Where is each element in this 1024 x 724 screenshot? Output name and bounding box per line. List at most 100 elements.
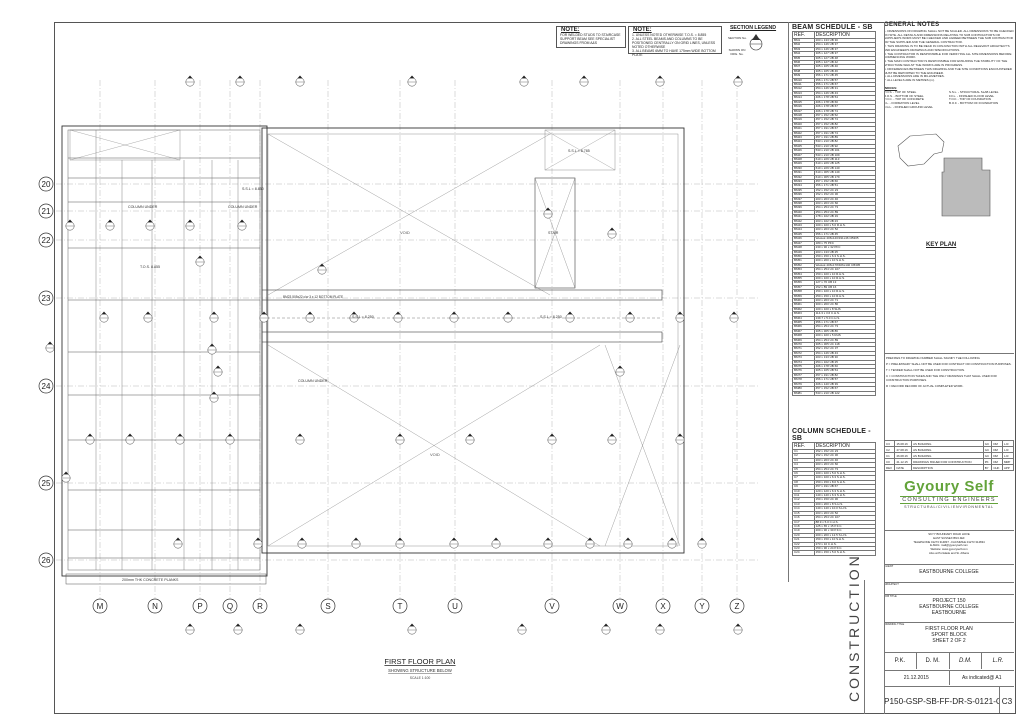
- logo-sub1: CONSULTING ENGINEERS: [900, 496, 998, 504]
- job-line: EASTBOURNE COLLEGE: [919, 604, 979, 610]
- plan-annotations: S.S.L = 8.850 S.S.L = 8.785 S.S.L = 8.25…: [122, 149, 590, 582]
- general-note-item: 3. THE CONTRACTOR IS RESPONSIBLE FOR VER…: [884, 51, 1012, 60]
- revision-key: PREFIXES TO DRAWING NUMBER SHALL SIGNIFY…: [884, 353, 1014, 390]
- key-plan: [897, 133, 991, 217]
- grid-label-row: 20: [42, 180, 51, 189]
- grid-bubble-col: [192, 598, 208, 614]
- drawing-scale: As indicated@ A1: [961, 675, 1002, 681]
- general-note-item: 4. THE MAIN CONTRACTOR IS RESPONSIBLE FO…: [884, 59, 1008, 67]
- drawing-number-row: P150-GSP-SB-FF-DR-S-0121-C C3: [884, 686, 1014, 713]
- grid-label-col: T: [398, 602, 403, 611]
- beam-row-description: 150 x 150 x 6.3 S.H.S.: [813, 253, 877, 260]
- label-column-under-a: COLUMN UNDER: [128, 205, 158, 209]
- revision-cell: REV: [883, 464, 896, 471]
- column-col-desc: DESCRIPTION: [813, 442, 877, 450]
- checked-by: D. M.: [917, 653, 950, 669]
- label-void-b: VOID: [430, 452, 440, 457]
- label-bottom-plate: BM23 505x22 c/w 3 x 12 BOTTOM PLATE: [283, 295, 343, 299]
- address-line: EAST SUSSEX BN3 4EF: [933, 535, 965, 540]
- label-ssl-c: S.S.L = 8.250: [352, 315, 374, 319]
- job-line: PROJECT 150: [932, 598, 966, 604]
- plan-subtitle: SHOWING STRUCTURE BELOW: [388, 668, 452, 673]
- label-ssl-a: S.S.L = 8.850: [242, 187, 264, 191]
- label-column-under-b: COLUMN UNDER: [228, 205, 258, 209]
- grid-label-row: 24: [42, 382, 51, 391]
- job-title-row: JOB TITLE PROJECT 150 EASTBOURNE COLLEGE…: [884, 594, 1014, 621]
- grid-bubble-col: [447, 598, 463, 614]
- plan-title: FIRST FLOOR PLAN: [384, 657, 455, 666]
- index-entry: T.O.C. - TOP OF CONCRETE: [884, 97, 924, 102]
- grid-label-col: Y: [699, 602, 705, 611]
- drawing-revision: C3: [1001, 697, 1013, 706]
- beam-row-description: 533 x 210 UB 122: [813, 390, 877, 396]
- revision-key-line: T = TENDER SHALL NOT BE USED FOR CONSTRU…: [886, 368, 965, 372]
- beam-col-desc: DESCRIPTION: [813, 31, 877, 39]
- grid-bubble-row: [38, 475, 54, 491]
- client-name: EASTBOURNE COLLEGE: [919, 569, 979, 575]
- beam-row-description: 200 x 100 x 10 R.H.S.: [813, 275, 877, 282]
- grid-bubble-col: [694, 598, 710, 614]
- title-block-divider: [884, 22, 885, 714]
- grid-label-col: Q: [227, 602, 233, 611]
- general-note-item: 6. ALL DIMENSIONS ARE IN MILLIMETRES.: [884, 74, 945, 79]
- address-line: Also at Portslade and St. Albans: [929, 550, 969, 555]
- beam-schedule-title: BEAM SCHEDULE - SB: [792, 24, 873, 31]
- section-legend: SECTION LEGEND SECTION No. SHOWN ON DRG.…: [728, 25, 778, 64]
- client-label: CLIENT: [884, 565, 894, 568]
- company-logo: Gyoury Self CONSULTING ENGINEERS STRUCTU…: [890, 478, 1008, 526]
- grid-bubble-row: [38, 232, 54, 248]
- grid-bubble-row: [38, 290, 54, 306]
- column-schedule-title: COLUMN SCHEDULE - SB: [792, 428, 871, 442]
- label-stair: STAIR: [548, 231, 559, 235]
- general-notes: GENERAL NOTES 1. DIMENSIONS ON DRAWING S…: [884, 22, 1014, 110]
- grid-label-col: U: [452, 602, 458, 611]
- grid-label-col: P: [197, 602, 202, 611]
- grid-label-row: 26: [42, 556, 51, 565]
- column-row-description: 200 x 200 x 12.5 S.H.S.: [813, 532, 877, 539]
- revision-key-line: R = RECORD RECORD OF ACTUAL COMPLETED WO…: [886, 384, 964, 388]
- beam-row-ref: BM81: [792, 390, 815, 396]
- schedule-divider: [788, 22, 789, 582]
- beam-row-description: 150 x 100 x 10 R.H.S.: [813, 289, 877, 295]
- note2-line: 3. ALL BEAMS 6MM TO HAVE 175mm WIDE BOTT…: [632, 49, 716, 57]
- address-line: TELEPHONE 01273 314837 - FACSIMILE 01273…: [913, 539, 985, 544]
- status-divider: [864, 580, 865, 714]
- grid-label-row: 22: [42, 236, 51, 245]
- grid-label-row: 21: [42, 207, 51, 216]
- grid-bubble-col: [222, 598, 238, 614]
- grid-bubble-col: [655, 598, 671, 614]
- address-line: SKYY BOUNDARY ROAD HOVE: [928, 532, 970, 536]
- beam-row-description: 100 x 100 x 5.0 R.H.S.: [813, 223, 877, 229]
- drawn-by: P.K.: [884, 653, 917, 669]
- grid-bubble-row: [38, 378, 54, 394]
- index-entry: S.S.L. - STRUCTURAL SLAB LEVEL: [949, 89, 999, 94]
- grid-label-col: S: [325, 602, 330, 611]
- section-markers: [45, 75, 743, 635]
- approved-by-1: D.M.: [950, 653, 983, 669]
- label-concrete-planks: 200mm THK CONCRETE PLANKS: [122, 578, 179, 582]
- beam-col-ref: REF.: [792, 31, 815, 39]
- grid-label-col: V: [549, 602, 555, 611]
- general-note-item: 1. DIMENSIONS ON DRAWING SHALL NOT BE SC…: [884, 28, 1014, 45]
- grid-bubble-col: [252, 598, 268, 614]
- drawing-date: 21.12.2015: [884, 671, 950, 685]
- index-entry: B.O.F. - BOTTOM OF FOUNDATION: [949, 101, 999, 106]
- column-row-description: 120 x 120 x 6.3 S.H.S.: [813, 488, 877, 495]
- column-col-ref: REF.: [792, 442, 815, 450]
- structure-outline: [61, 125, 685, 585]
- logo-sub2: STRUCTURAL/CIVIL/ENVIRONMENTAL: [904, 505, 994, 509]
- index-entry: [949, 106, 1014, 110]
- label-tos: T.O.S. 8.855: [140, 265, 160, 269]
- column-row-description: 140 x 140 x 10.0 S.H.S.: [813, 506, 877, 512]
- revision-cell: BY: [982, 464, 993, 471]
- index-entry: F.L. - FORMATION LEVEL: [884, 101, 920, 106]
- grid-label-col: X: [660, 602, 666, 611]
